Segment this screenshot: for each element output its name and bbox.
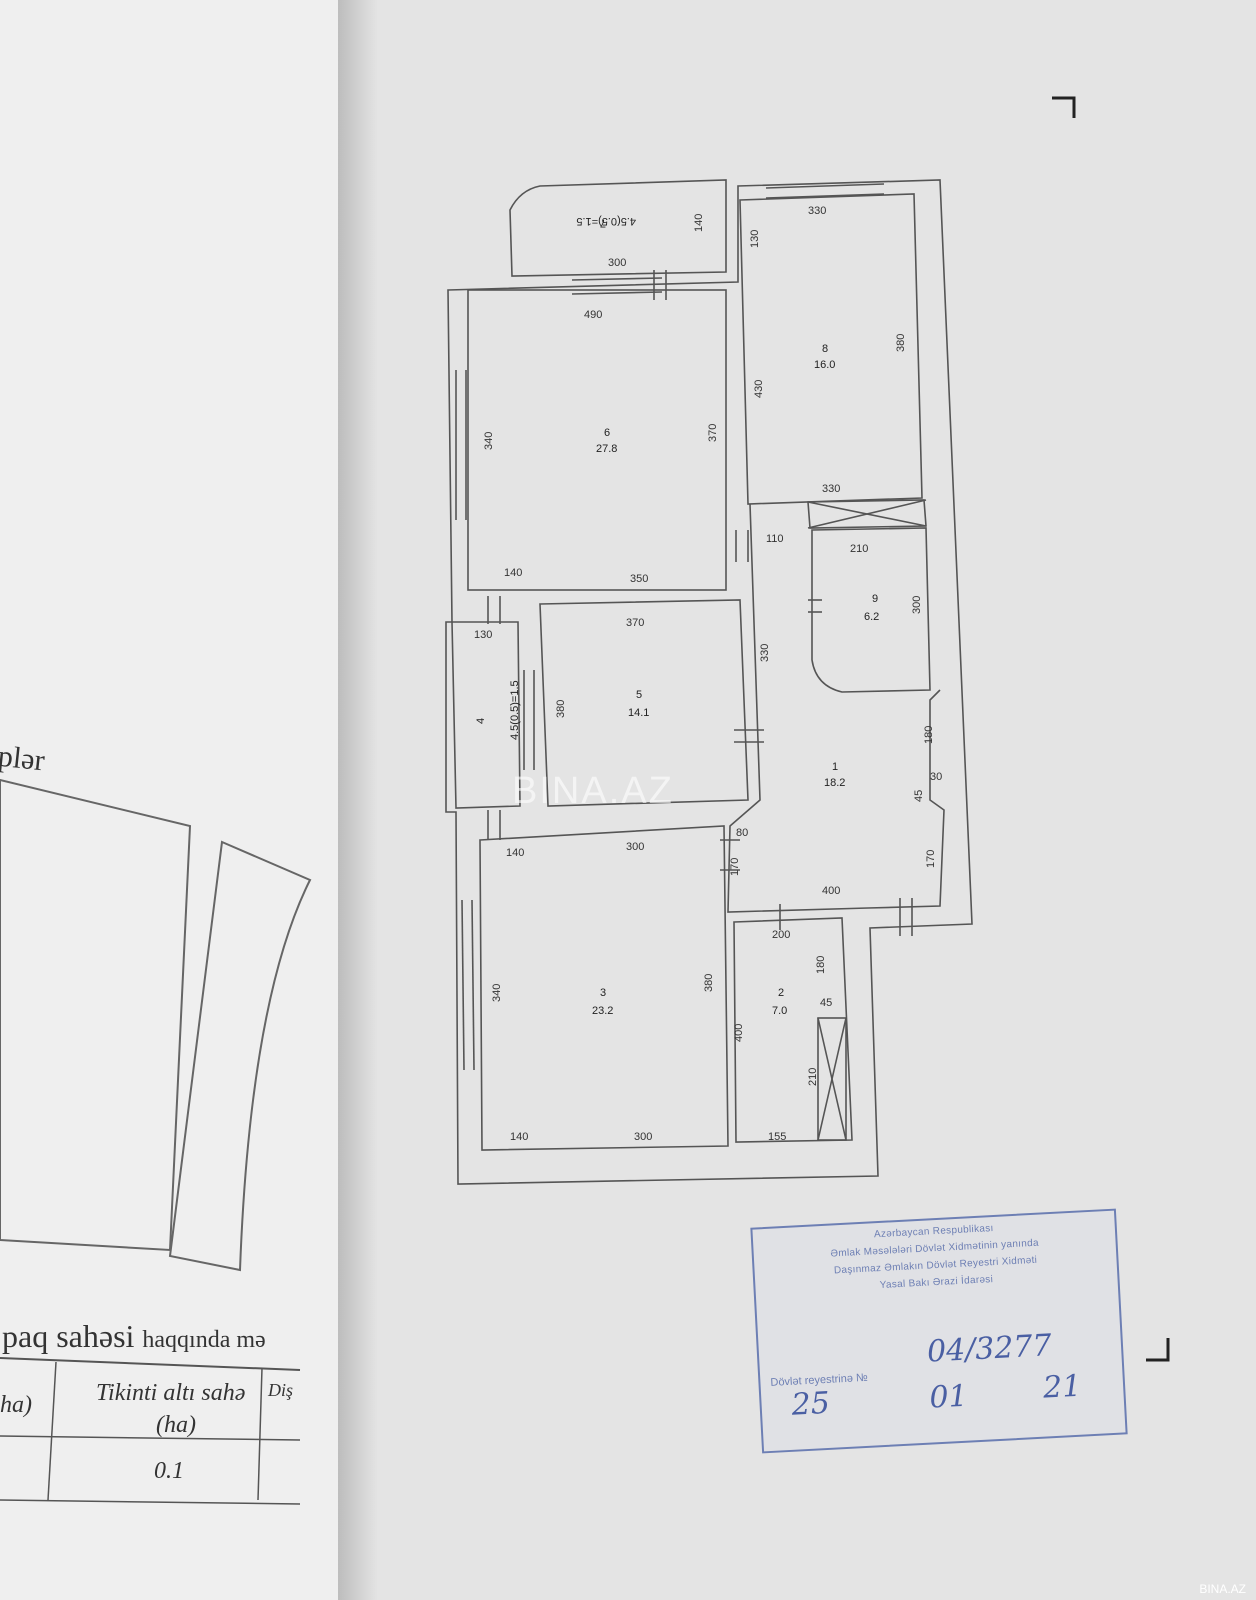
registration-number: 04/3277 [926,1328,1053,1370]
section-title-main: paq sahəsi [2,1318,143,1354]
room-1-area: 18.2 [824,777,845,789]
room-7-number: 7 [600,217,606,229]
table-col2-value: 0.1 [154,1458,184,1484]
dim-label: 140 [693,214,705,232]
dim-label: 330 [759,644,771,662]
dim-label: 340 [491,984,503,1002]
dim-label: 180 [923,726,935,744]
room-4-area: 4.5(0.5)=1.5 [509,680,521,740]
room-9-number: 9 [872,593,878,605]
dim-label: 30 [930,771,942,783]
info-table: ha) Tikinti altı sahə (ha) Diş 0.1 [0,1380,300,1530]
left-page: plər paq sahəsi haqqında mə ha) Tikinti … [0,0,360,1600]
dim-label: 380 [895,334,907,352]
dim-label: 430 [753,380,765,398]
dim-label: 170 [729,858,741,876]
dim-label: 380 [555,700,567,718]
room-2-area: 7.0 [772,1005,787,1017]
room-7-area: 4.5(0.5)=1.5 [576,215,636,227]
dim-label: 110 [766,533,784,545]
dim-label: 350 [630,573,648,585]
table-col2-header-line1: Tikinti altı sahə [96,1380,246,1406]
section-title-small: haqqında mə [142,1327,266,1353]
room-9-area: 6.2 [864,611,879,623]
dim-label: 300 [626,841,644,853]
dim-label: 370 [707,424,719,442]
room-3-area: 23.2 [592,1005,613,1017]
dim-label: 340 [483,432,495,450]
room-4-number: 4 [475,718,487,724]
dim-label: 400 [822,885,840,897]
room-1-number: 1 [832,761,838,773]
room-2-number: 2 [778,987,784,999]
dim-label: 300 [634,1131,652,1143]
dim-label: 330 [822,483,840,495]
dim-label: 45 [820,997,832,1009]
dim-label: 380 [703,974,715,992]
dim-label: 140 [506,847,524,859]
dim-label: 300 [911,596,923,614]
table-col3-header: Diş [268,1380,294,1400]
dim-label: 210 [807,1068,819,1086]
room-5-area: 14.1 [628,707,649,719]
room-5-number: 5 [636,689,642,701]
left-page-frames [0,778,312,1505]
table-col1-header: ha) [0,1392,32,1418]
table-col2-header-line2: (ha) [156,1412,196,1438]
dim-label: 400 [733,1024,745,1042]
corner-watermark: BINA.AZ [1199,1582,1246,1596]
dim-label: 140 [510,1131,528,1143]
right-page [338,0,1256,1600]
stamp-day: 25 [790,1385,831,1423]
registry-stamp: Azərbaycan Respublikası Əmlak Məsələləri… [750,1208,1128,1454]
dim-label: 370 [626,617,644,629]
dim-label: 170 [925,850,937,868]
dim-label: 155 [768,1131,786,1143]
dim-label: 140 [504,567,522,579]
watermark: BINA.AZ [512,770,674,812]
dim-label: 200 [772,929,790,941]
dim-label: 180 [815,956,827,974]
dim-label: 45 [913,790,925,802]
stamp-month: 01 [928,1378,969,1416]
room-3-number: 3 [600,987,606,999]
room-6-number: 6 [604,427,610,439]
dim-label: 130 [474,629,492,641]
dim-label: 300 [608,257,626,269]
room-labels: 7 4.5(0.5)=1.5 6 27.8 8 16.0 5 14.1 4 4.… [475,215,879,1017]
dim-label: 130 [749,230,761,248]
stamp-year: 21 [1042,1368,1083,1406]
room-6-area: 27.8 [596,443,617,455]
section-title: paq sahəsi haqqında mə [2,1318,266,1355]
dim-label: 490 [584,309,602,321]
dimension-labels: 300 140 490 340 370 330 130 430 380 330 … [474,205,942,1143]
dim-label: 330 [808,205,826,217]
crop-marks [1052,96,1170,1362]
dim-label: 210 [850,543,868,555]
dim-label: 80 [736,827,748,839]
room-8-number: 8 [822,343,828,355]
room-8-area: 16.0 [814,359,835,371]
floor-plan-walls [445,179,973,1185]
